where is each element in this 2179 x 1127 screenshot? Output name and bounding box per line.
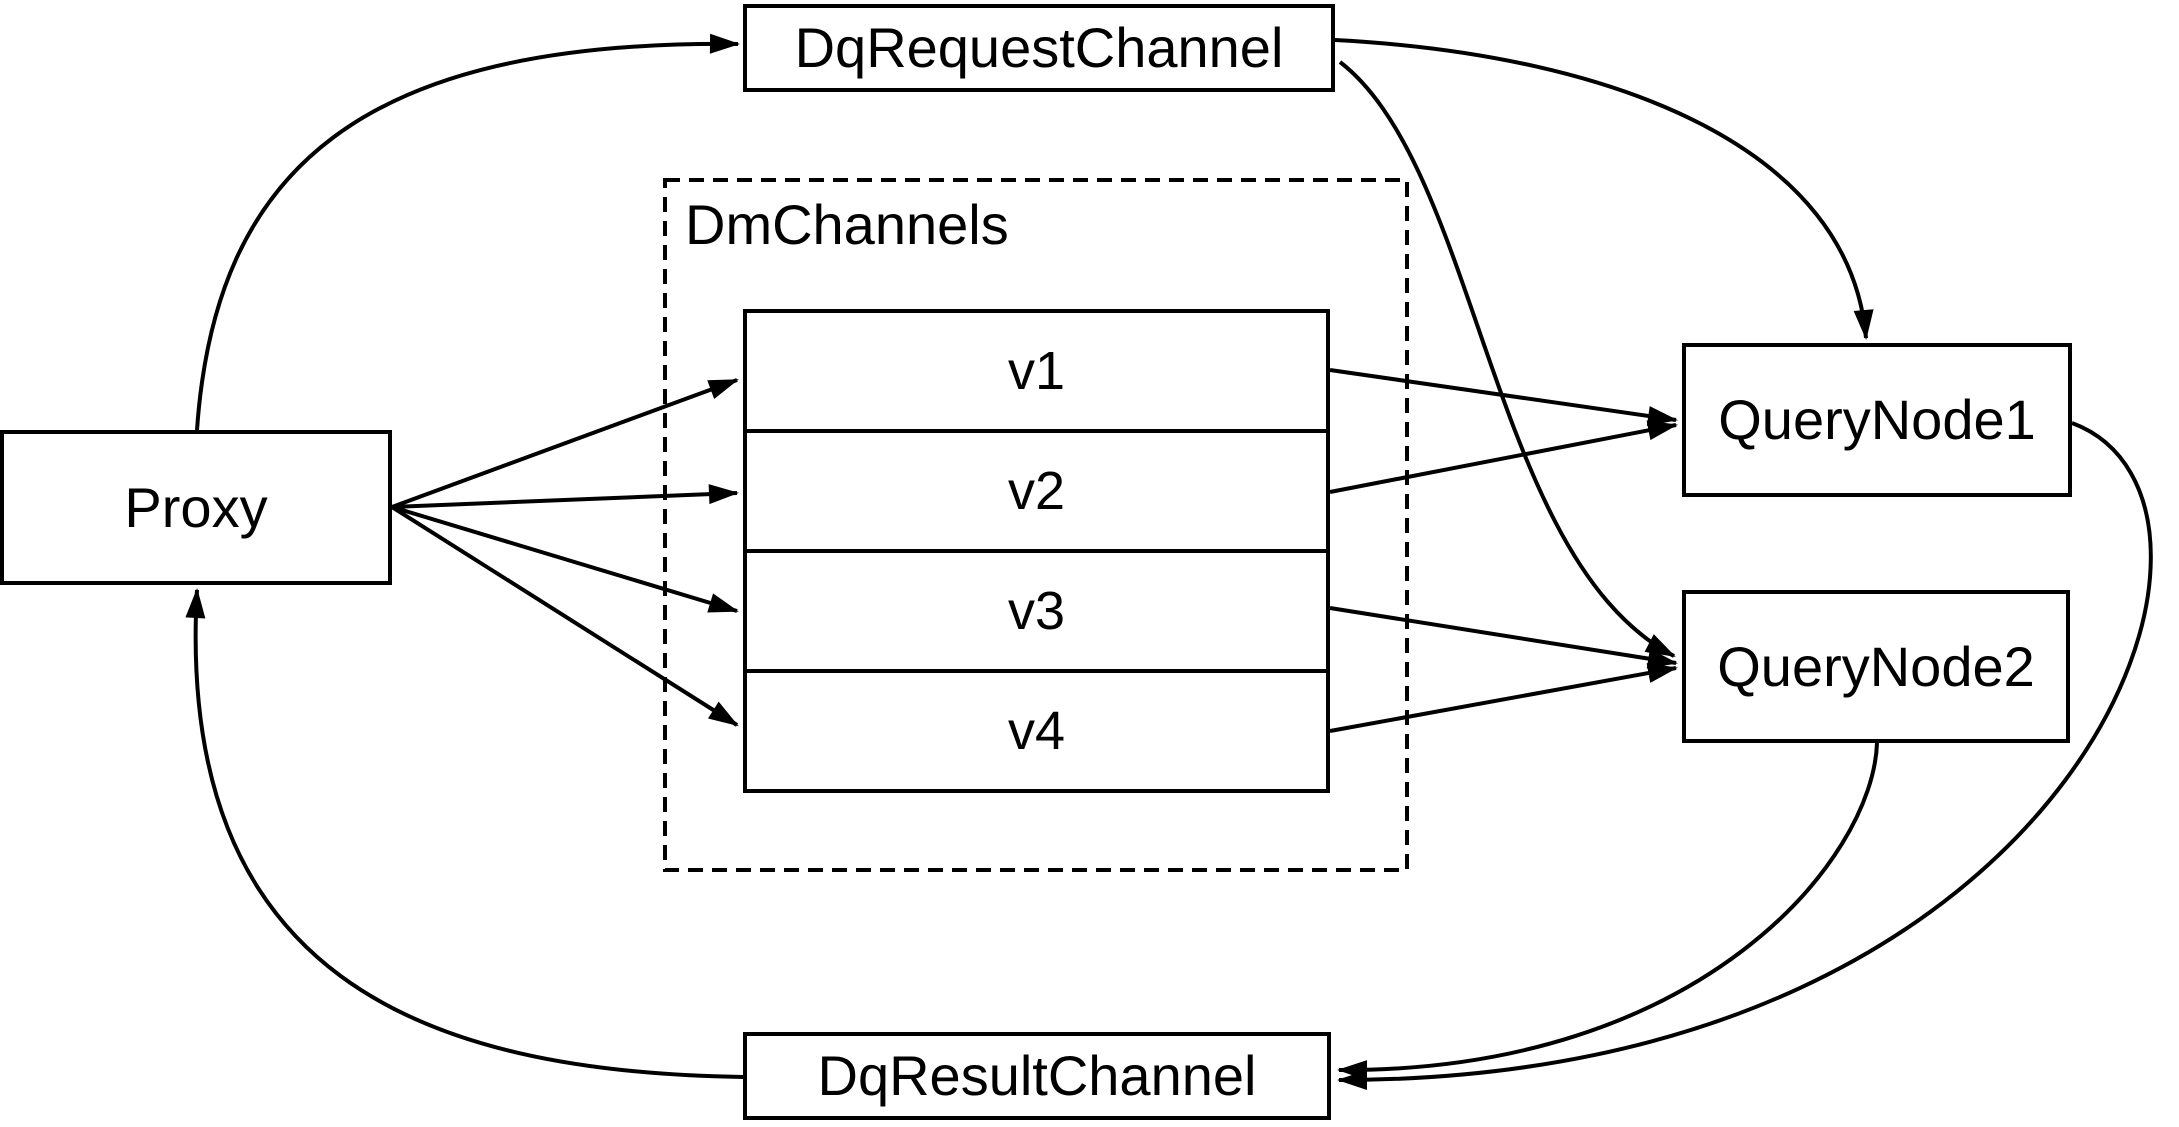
node-dq-result-channel: DqResultChannel xyxy=(743,1032,1331,1120)
node-dq-result-channel-label: DqResultChannel xyxy=(817,1044,1257,1107)
edge-proxy-to-v4 xyxy=(390,505,739,727)
channel-row-v4: v4 xyxy=(747,669,1326,789)
channel-row-label-v3: v3 xyxy=(1007,581,1066,641)
channel-row-label-v4: v4 xyxy=(1007,701,1066,761)
edge-proxy-to-v3 xyxy=(391,505,739,613)
edge-v2-to-query-node-1 xyxy=(1329,420,1678,494)
node-query-node-1-label: QueryNode1 xyxy=(1718,388,2036,451)
edge-proxy-to-v2 xyxy=(391,484,739,509)
edge-v1-to-query-node-1 xyxy=(1329,368,1678,426)
node-proxy: Proxy xyxy=(0,430,392,585)
edge-v3-to-query-node-2 xyxy=(1329,606,1678,669)
node-query-node-2-label: QueryNode2 xyxy=(1717,634,2035,698)
dm-channels-group-label: DmChannels xyxy=(685,193,1009,256)
node-dq-request-channel: DqRequestChannel xyxy=(743,4,1335,92)
edge-query-node-1-to-dq-result-channel xyxy=(1337,421,2153,1090)
channel-table: v1 v2 v3 v4 xyxy=(743,309,1330,793)
edge-proxy-to-v1 xyxy=(391,378,739,509)
node-dq-request-channel-label: DqRequestChannel xyxy=(794,16,1284,79)
node-query-node-2: QueryNode2 xyxy=(1682,590,2070,743)
edge-v4-to-query-node-2 xyxy=(1329,663,1678,733)
channel-row-v3: v3 xyxy=(747,549,1326,669)
channel-row-label-v1: v1 xyxy=(1007,341,1066,401)
edge-dq-request-channel-to-query-node-2 xyxy=(1338,60,1676,658)
channel-row-v2: v2 xyxy=(747,429,1326,549)
channel-row-v1: v1 xyxy=(747,313,1326,429)
channel-row-label-v2: v2 xyxy=(1007,461,1066,521)
edge-dq-result-channel-to-proxy xyxy=(185,588,744,1079)
edge-query-node-2-to-dq-result-channel xyxy=(1337,742,1879,1081)
edge-dq-request-channel-to-query-node-1 xyxy=(1334,38,1874,340)
node-proxy-label: Proxy xyxy=(124,475,268,539)
edge-proxy-to-dq-request-channel xyxy=(195,33,740,431)
node-query-node-1: QueryNode1 xyxy=(1682,343,2072,497)
